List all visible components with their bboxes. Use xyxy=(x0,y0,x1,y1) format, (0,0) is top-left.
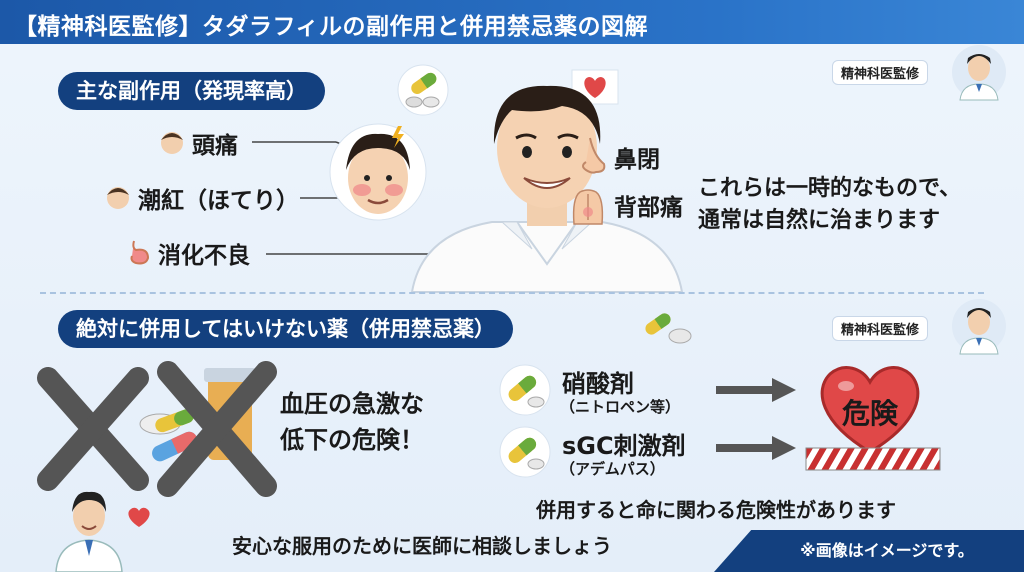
effect-nasal: 鼻閉 xyxy=(614,147,660,173)
header-bar: 【精神科医監修】タダラフィルの副作用と併用禁忌薬の図解 xyxy=(0,0,1024,44)
back-icon xyxy=(572,189,604,225)
drug-nitrate-example: （ニトロペン等） xyxy=(560,398,681,416)
pills-icon-small xyxy=(645,313,692,344)
consult-doctor-advice: 安心な服用のために医師に相談しましょう xyxy=(232,534,612,558)
drug-sgc-name: sGC刺激剤 xyxy=(562,432,686,460)
heart-icon-small xyxy=(128,507,150,527)
danger-label: 危険 xyxy=(842,397,899,430)
pills-icon xyxy=(397,64,449,116)
bp-warning-line1: 血圧の急激な xyxy=(280,390,424,418)
danger-heart-icon xyxy=(820,366,920,454)
face-icon-headache xyxy=(161,132,183,154)
effect-flushing: 潮紅（ほてり） xyxy=(138,188,299,214)
stomach-icon xyxy=(130,240,150,265)
arrow-icon-2 xyxy=(716,436,796,460)
doctor-avatar-top xyxy=(952,45,1006,101)
drug-nitrate-name: 硝酸剤 xyxy=(562,370,634,398)
temporary-note-line1: これらは一時的なもので、 xyxy=(698,176,962,201)
image-disclaimer: ※画像はイメージです。 xyxy=(800,541,974,560)
life-threatening-warning: 併用すると命に関わる危険性があります xyxy=(536,498,896,522)
effect-backpain: 背部痛 xyxy=(614,195,683,221)
nose-icon xyxy=(582,137,606,174)
effect-headache: 頭痛 xyxy=(192,133,238,159)
doctor-illustration-bottom xyxy=(55,491,123,572)
temporary-note-line2: 通常は自然に治まります xyxy=(698,208,941,233)
nitrate-drug-icon xyxy=(499,364,551,416)
prohibited-drugs-illustration xyxy=(37,361,277,497)
effect-indigestion: 消化不良 xyxy=(158,243,250,269)
page-title: 【精神科医監修】タダラフィルの副作用と併用禁忌薬の図解 xyxy=(14,14,649,40)
sgc-drug-icon xyxy=(499,426,551,478)
supervisor-badge-top: 精神科医監修 xyxy=(832,60,929,85)
man-illustration xyxy=(410,85,684,293)
section-divider xyxy=(40,292,984,294)
doctor-avatar-middle xyxy=(952,299,1006,355)
arrow-icon-1 xyxy=(716,378,796,402)
supervisor-badge-middle: 精神科医監修 xyxy=(832,316,929,341)
drug-sgc-example: （アデムパス） xyxy=(560,460,665,478)
contraindication-heading: 絶対に併用してはいけない薬（併用禁忌薬） xyxy=(58,310,513,348)
image-disclaimer-banner: ※画像はイメージです。 xyxy=(714,530,1024,572)
bp-warning-line2: 低下の危険！ xyxy=(280,426,424,454)
hazard-stripe-bar xyxy=(805,447,941,471)
flushed-face-illustration xyxy=(329,123,427,221)
side-effects-heading: 主な副作用（発現率高） xyxy=(58,72,325,110)
face-icon-flushing xyxy=(107,187,129,209)
